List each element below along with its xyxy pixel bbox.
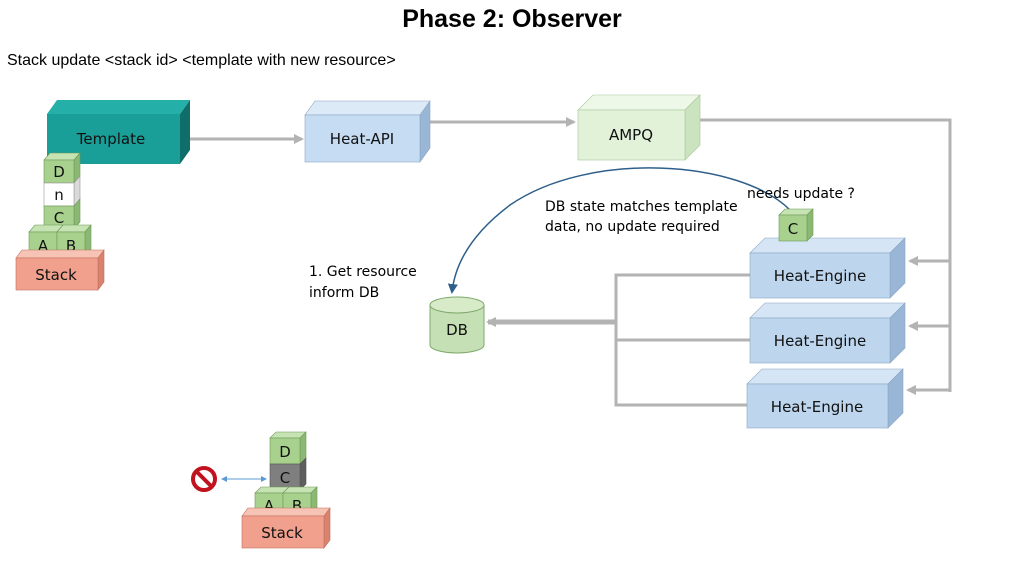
ampq-node: AMPQ bbox=[577, 94, 701, 161]
db-state-note-line2: data, no update required bbox=[545, 219, 720, 235]
template-block-d: D bbox=[53, 163, 65, 181]
bottom-stack: D C A B Stack bbox=[241, 431, 331, 549]
heat-engine-2-label: Heat-Engine bbox=[774, 332, 866, 350]
template-block-a: A bbox=[38, 237, 49, 255]
floating-block-c: C bbox=[778, 208, 814, 242]
observer-curve-arrow bbox=[447, 167, 791, 294]
template-stack-base: Stack bbox=[35, 266, 77, 284]
heat-engine-3-label: Heat-Engine bbox=[771, 398, 863, 416]
template-block-c: C bbox=[54, 209, 64, 227]
db-state-note-line1: DB state matches template bbox=[545, 199, 738, 215]
db-node: DB bbox=[429, 296, 485, 354]
template-label: Template bbox=[76, 130, 145, 148]
get-resource-note-line1: 1. Get resource bbox=[309, 264, 417, 280]
bottom-block-d: D bbox=[279, 443, 291, 461]
heat-engine-1-label: Heat-Engine bbox=[774, 267, 866, 285]
floating-block-c-label: C bbox=[788, 220, 798, 238]
template-stack: D n C A B Stack bbox=[15, 152, 105, 291]
heat-engine-3: Heat-Engine bbox=[746, 368, 904, 429]
template-block-b: B bbox=[66, 237, 76, 255]
get-resource-note-line2: inform DB bbox=[309, 285, 379, 301]
prohibited-icon bbox=[191, 466, 217, 492]
bottom-block-a: A bbox=[264, 497, 275, 515]
connectors bbox=[190, 117, 952, 407]
ampq-label: AMPQ bbox=[609, 126, 653, 144]
bottom-block-c: C bbox=[280, 469, 290, 487]
slide-title: Phase 2: Observer bbox=[402, 5, 622, 33]
bottom-stack-base: Stack bbox=[261, 524, 303, 542]
ampq-bus-line bbox=[700, 118, 952, 392]
heat-api-label: Heat-API bbox=[330, 130, 394, 148]
command-subtitle: Stack update <stack id> <template with n… bbox=[7, 52, 396, 69]
bottom-block-b: B bbox=[292, 497, 302, 515]
heat-api-node: Heat-API bbox=[304, 100, 431, 163]
needs-update-note: needs update ? bbox=[747, 186, 855, 202]
template-block-n: n bbox=[54, 186, 64, 204]
heat-engine-2: Heat-Engine bbox=[749, 302, 906, 364]
db-label: DB bbox=[446, 321, 468, 339]
heat-engine-1: Heat-Engine bbox=[749, 237, 906, 299]
